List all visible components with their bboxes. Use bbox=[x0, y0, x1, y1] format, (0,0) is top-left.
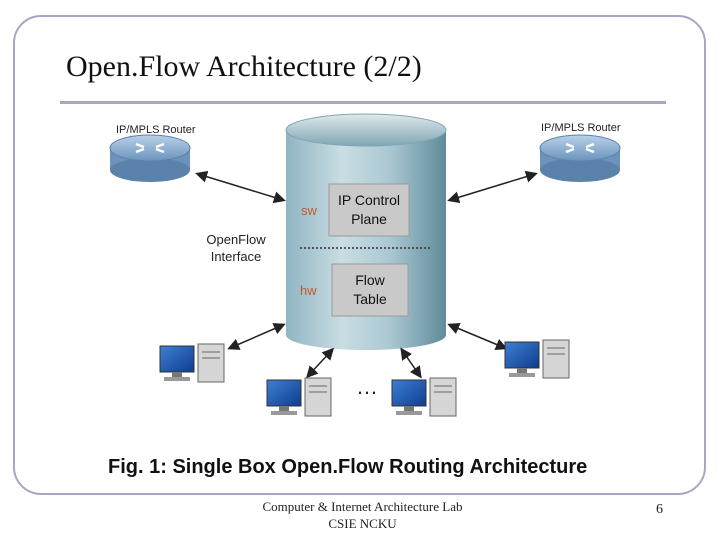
control-plane-label-1: IP Control bbox=[338, 192, 400, 208]
footer-department: CSIE NCKU bbox=[328, 516, 397, 531]
footer-lab-name: Computer & Internet Architecture Lab bbox=[262, 499, 463, 514]
computer-icon-4 bbox=[504, 339, 570, 379]
router-left-icon bbox=[109, 134, 191, 182]
flow-table-label-1: Flow bbox=[355, 272, 385, 288]
router-right-label: IP/MPLS Router bbox=[541, 122, 621, 134]
flow-table-box: Flow Table bbox=[331, 263, 409, 317]
arrow-router-left bbox=[195, 170, 286, 204]
figure-caption: Fig. 1: Single Box Open.Flow Routing Arc… bbox=[108, 456, 588, 478]
router-right-icon bbox=[539, 134, 621, 182]
flow-table-label-2: Table bbox=[353, 291, 387, 307]
router-left-label: IP/MPLS Router bbox=[116, 124, 196, 136]
sw-label: sw bbox=[301, 203, 318, 218]
title-divider bbox=[60, 101, 666, 104]
more-hosts-ellipsis: … bbox=[356, 374, 378, 399]
computer-icon-3 bbox=[391, 377, 457, 417]
arrow-router-right bbox=[447, 170, 538, 204]
ip-control-plane-box: IP Control Plane bbox=[328, 183, 410, 237]
control-plane-label-2: Plane bbox=[351, 211, 387, 227]
slide-title: Open.Flow Architecture (2/2) bbox=[66, 50, 422, 83]
page-number: 6 bbox=[656, 502, 663, 517]
arrow-host-1 bbox=[227, 323, 286, 350]
arrow-host-2 bbox=[305, 347, 335, 379]
architecture-diagram: sw hw IP Control Plane Flow Table IP/MPL… bbox=[109, 113, 621, 417]
arrow-host-4 bbox=[447, 322, 508, 351]
openflow-interface-label-1: OpenFlow bbox=[206, 232, 266, 247]
computer-icon-2 bbox=[266, 377, 332, 417]
slide-footer: Computer & Internet Architecture Lab CSI… bbox=[230, 498, 495, 532]
computer-icon-1 bbox=[159, 343, 225, 383]
arrow-host-3 bbox=[400, 347, 422, 379]
openflow-interface-label-2: Interface bbox=[211, 249, 262, 264]
hw-label: hw bbox=[300, 283, 317, 298]
